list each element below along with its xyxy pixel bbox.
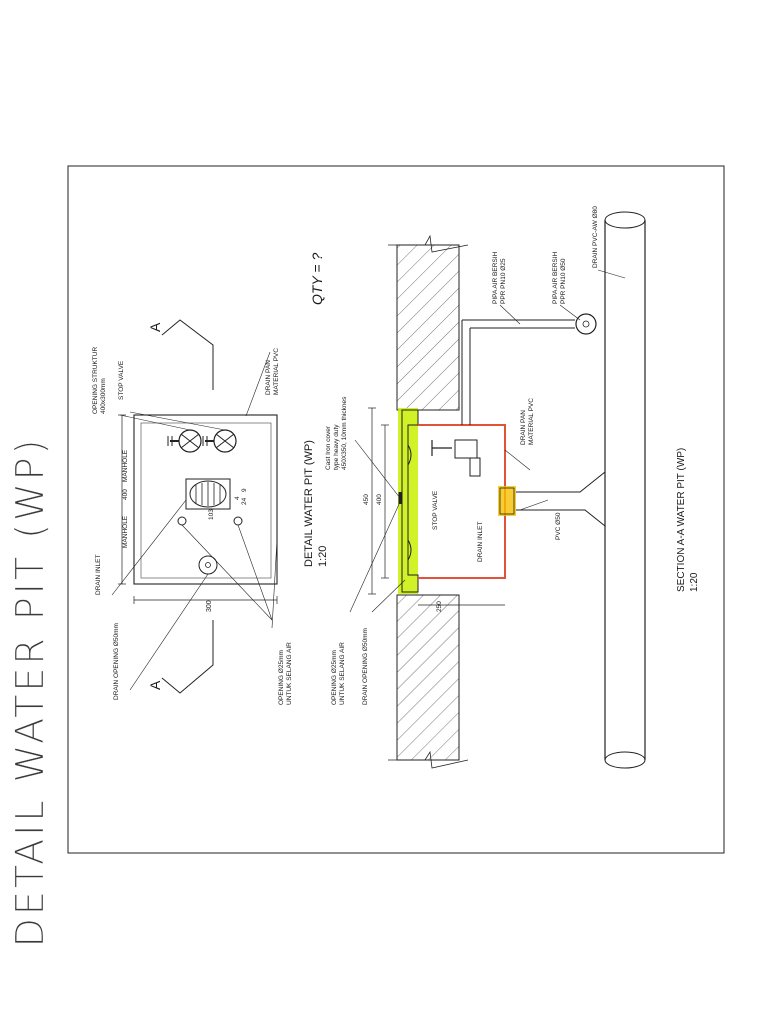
label-drain-pan-section: DRAIN PAN <box>520 410 527 445</box>
label-pvc-50: PVC Ø50 <box>555 512 562 540</box>
section-mark-a-top: A <box>147 322 163 332</box>
opening-25-circle-2 <box>233 516 243 526</box>
label-cover-1: Cast Iron cover <box>325 425 332 470</box>
label-dim-300-plan: 300 <box>206 600 213 612</box>
plan-scale: 1:20 <box>317 546 329 567</box>
label-cover-3: 450X350, 10mm thicknes <box>341 396 348 470</box>
section-cut-line-top <box>161 319 214 390</box>
opening-25-circle-1 <box>177 516 187 526</box>
label-dim-250: 250 <box>436 601 443 612</box>
sheet-border <box>67 165 725 854</box>
label-pipa-2a: PIPA AIR BERSIH <box>552 251 559 304</box>
label-stop-valve-section: STOP VALVE <box>432 490 439 530</box>
label-dim-103: 103 <box>208 509 215 520</box>
label-dim-400-plan: 400 <box>122 489 129 500</box>
label-manhole-top: MANHOLE <box>122 449 129 482</box>
label-pipa-1a: PIPA AIR BERSIH <box>492 251 499 304</box>
concrete-slab-lower <box>396 594 460 761</box>
section-view: QTY = ? Cast Iron cover type heavy duty … <box>309 206 700 769</box>
label-dim-9: 9 <box>241 488 248 492</box>
section-scale: 1:20 <box>689 572 700 592</box>
label-dim-400-section: 400 <box>376 494 383 505</box>
drain-inlet-highlight <box>498 486 516 516</box>
plan-view: OPENING STRUKTUR 400x300mm STOP VALVE MA… <box>92 319 329 705</box>
section-mark-a-bottom: A <box>147 680 163 690</box>
section-title: SECTION A-A WATER PIT (WP) <box>676 448 687 592</box>
drain-inlet-grate <box>185 478 231 510</box>
plan-title: DETAIL WATER PIT (WP) <box>303 440 315 567</box>
handwritten-qty: QTY = ? <box>309 253 325 305</box>
label-dim-450: 450 <box>363 494 370 505</box>
label-stop-valve-plan: STOP VALVE <box>118 360 125 400</box>
label-drain-inlet-plan: DRAIN INLET <box>95 555 102 595</box>
label-drain-opening-section: DRAIN OPENING Ø50mm <box>362 628 369 705</box>
label-drain-inlet-section: DRAIN INLET <box>477 522 484 562</box>
label-opening-struktur-size: 400x300mm <box>100 378 107 414</box>
label-manhole-bottom: MANHOLE <box>122 515 129 548</box>
stop-valve-symbol-1 <box>167 429 202 453</box>
label-drain-pvc-aw: DRAIN PVC-AW Ø80 <box>592 206 599 268</box>
stop-valve-symbol-2 <box>202 429 237 453</box>
label-drain-pan-material-section: MATERIAL PVC <box>528 398 535 445</box>
label-dim-24: 24 <box>241 497 248 505</box>
pipa-air-bersih-50-end <box>575 313 597 335</box>
label-drain-pan-plan: DRAIN PAN <box>265 360 272 395</box>
label-cover-2: type heavy duty <box>333 424 340 470</box>
pipa-air-bersih-25 <box>462 319 575 329</box>
plan-inner-outline <box>140 422 272 579</box>
label-opening-25-plan-1: OPENING Ø25mm <box>278 650 285 705</box>
label-opening-25-plan-2: UNTUK SELANG AIR <box>286 642 293 705</box>
section-cut-line-bottom <box>161 620 214 694</box>
label-dim-4: 4 <box>234 496 241 500</box>
label-drain-pan-material-plan: MATERIAL PVC <box>273 348 280 395</box>
concrete-slab-upper <box>396 244 460 411</box>
plan-outline <box>133 414 278 585</box>
label-drain-opening-plan: DRAIN OPENING Ø50mm <box>113 623 120 700</box>
label-pipa-1b: PPR PN10 Ø25 <box>500 258 507 304</box>
label-opening-struktur: OPENING STRUKTUR <box>92 347 99 414</box>
stop-valve-section <box>431 320 481 477</box>
label-pipa-2b: PPR PN10 Ø50 <box>560 258 567 304</box>
label-opening-25-section-2: UNTUK SELANG AIR <box>339 642 346 705</box>
drain-pvc-aw-pipe <box>604 220 646 760</box>
label-opening-25-section-1: OPENING Ø25mm <box>331 650 338 705</box>
